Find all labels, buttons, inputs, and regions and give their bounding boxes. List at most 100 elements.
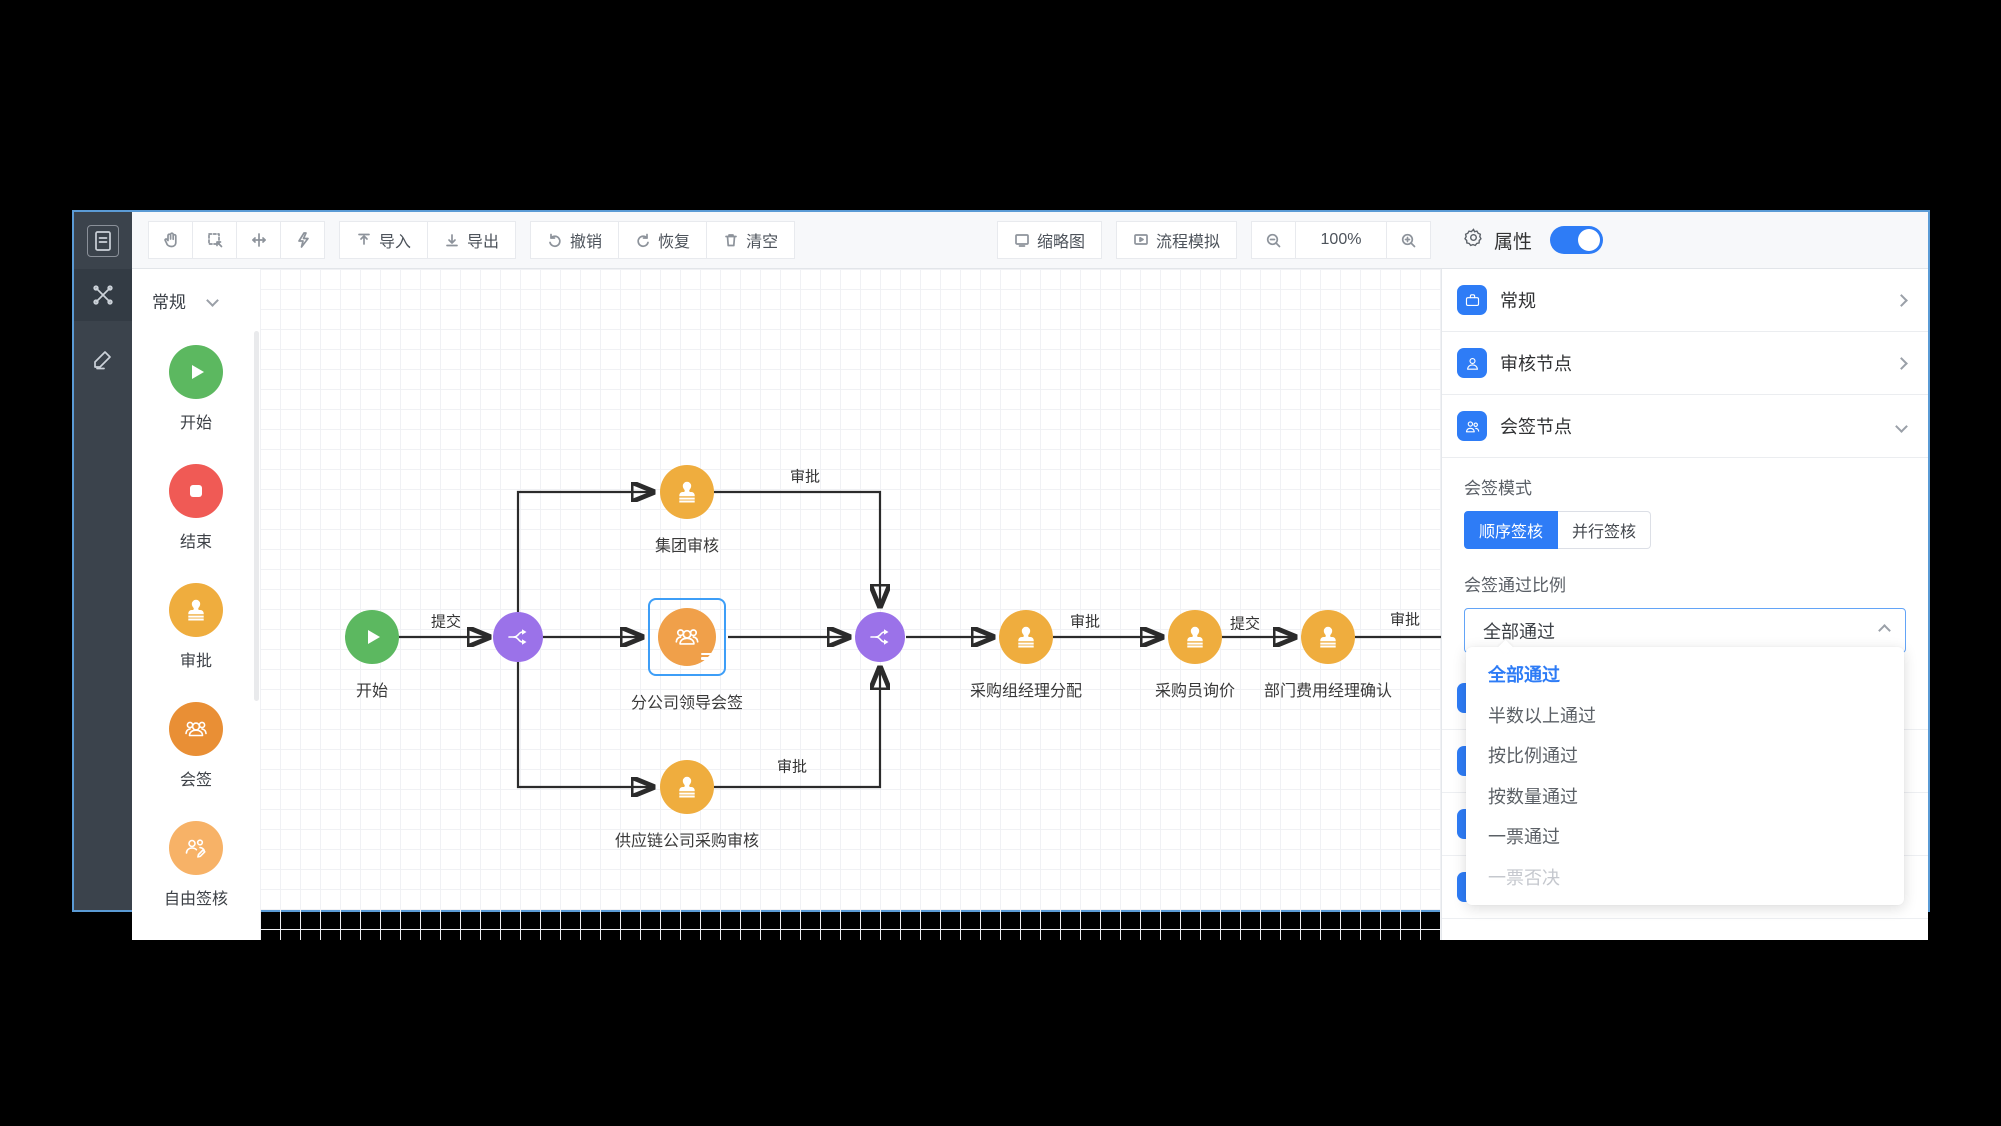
node-label: 开始 — [355, 683, 388, 700]
node-label: 分公司领导会签 — [630, 695, 744, 712]
edge-label[interactable]: 审批 — [789, 468, 821, 486]
chevron-down-icon — [206, 293, 219, 307]
flow-node-dept-expense-confirm[interactable]: 部门费用经理确认 — [1264, 610, 1392, 701]
flow-canvas[interactable]: 提交 审批 审批 审批 提交 审批 开始 集团审核 — [260, 269, 1441, 940]
auto-layout-button[interactable] — [280, 221, 325, 259]
import-button[interactable]: 导入 — [339, 221, 429, 259]
simulate-label: 流程模拟 — [1155, 234, 1220, 251]
zoom-in-icon — [1401, 233, 1416, 247]
simulate-group: 流程模拟 — [1115, 221, 1237, 259]
mode-sequential-button[interactable]: 顺序签核 — [1464, 511, 1559, 549]
redo-icon — [637, 233, 649, 248]
marquee-select-button[interactable] — [192, 221, 237, 259]
flow-edges — [399, 269, 1441, 940]
briefcase-icon — [1457, 285, 1487, 315]
option-by-count-pass[interactable]: 按数量通过 — [1488, 786, 1578, 807]
option-majority-pass[interactable]: 半数以上通过 — [1488, 705, 1596, 726]
branch-icon — [493, 612, 543, 662]
flow-node-split-gateway[interactable] — [493, 612, 543, 662]
section-title: 常规 — [1500, 291, 1536, 311]
branch-icon — [855, 612, 905, 662]
palette-item-approve[interactable]: 审批 — [169, 583, 223, 671]
download-icon — [446, 234, 458, 247]
flow-node-buyer-inquiry[interactable]: 采购员询价 — [1155, 610, 1235, 701]
palette-item-label: 审批 — [179, 653, 212, 670]
end-node-icon — [169, 464, 223, 518]
group-icon — [169, 702, 223, 756]
zoom-out-icon — [1266, 233, 1281, 247]
zoom-in-button[interactable] — [1386, 221, 1431, 259]
palette-item-freesign[interactable]: 自由签核 — [164, 821, 228, 909]
left-rail — [74, 212, 132, 910]
pass-ratio-value: 全部通过 — [1483, 621, 1555, 642]
flow-node-branch-leader-countersign[interactable]: 分公司领导会签 — [631, 598, 743, 713]
chevron-right-icon — [1895, 293, 1908, 307]
section-audit-node[interactable]: 审核节点 — [1442, 332, 1928, 395]
group-pen-icon — [168, 821, 223, 875]
palette-header[interactable]: 常规 — [132, 269, 260, 331]
redo-button[interactable]: 恢复 — [618, 221, 708, 259]
palette-item-label: 结束 — [179, 534, 212, 551]
simulate-icon — [1134, 234, 1148, 245]
start-node-icon — [169, 345, 223, 399]
flow-designer-window: 导入 导出 撤销 恢复 清空 — [72, 210, 1930, 940]
chevron-up-icon — [1878, 624, 1891, 637]
fit-view-button[interactable] — [236, 221, 281, 259]
node-label: 集团审核 — [654, 538, 720, 555]
gear-icon — [1463, 227, 1484, 253]
properties-panel: 常规 审核节点 会签节点 会签模式 顺序签核 — [1441, 269, 1928, 940]
toolbar: 导入 导出 撤销 恢复 清空 — [132, 212, 1441, 268]
edge-label[interactable]: 审批 — [1069, 613, 1101, 631]
palette-item-start[interactable]: 开始 — [169, 345, 223, 433]
node-label: 采购员询价 — [1154, 683, 1236, 700]
properties-header: 属性 — [1441, 212, 1928, 268]
stamp-icon — [998, 610, 1053, 664]
flow-node-purchase-manager-assign[interactable]: 采购组经理分配 — [970, 610, 1082, 701]
edge-label[interactable]: 提交 — [430, 613, 462, 631]
header-bar: 导入 导出 撤销 恢复 清空 — [74, 212, 1928, 269]
sign-mode-segmented: 顺序签核 并行签核 — [1464, 511, 1906, 549]
zoom-out-button[interactable] — [1251, 221, 1296, 259]
palette-item-label: 自由签核 — [163, 891, 228, 908]
simulate-button[interactable]: 流程模拟 — [1115, 221, 1237, 259]
toggle-knob — [1578, 229, 1601, 251]
palette-item-countersign[interactable]: 会签 — [169, 702, 223, 790]
node-label: 供应链公司采购审核 — [614, 833, 760, 850]
option-all-pass[interactable]: 全部通过 — [1488, 665, 1560, 686]
import-label: 导入 — [379, 234, 412, 251]
palette-scrollbar[interactable] — [254, 331, 259, 701]
undo-label: 撤销 — [570, 234, 603, 251]
pencil-icon[interactable] — [74, 333, 132, 385]
minimap-group: 缩略图 — [996, 221, 1102, 259]
palette-item-end[interactable]: 结束 — [169, 464, 223, 552]
sign-mode-label: 会签模式 — [1464, 479, 1532, 498]
pan-tool-button[interactable] — [148, 221, 193, 259]
export-button[interactable]: 导出 — [427, 221, 517, 259]
properties-toggle[interactable] — [1550, 226, 1604, 254]
flow-node-group-audit[interactable]: 集团审核 — [655, 465, 719, 556]
palette-item-label: 会签 — [179, 772, 212, 789]
countersign-settings: 会签模式 顺序签核 并行签核 会签通过比例 全部通过 — [1442, 458, 1928, 667]
pass-ratio-select[interactable]: 全部通过 — [1464, 608, 1906, 653]
section-general[interactable]: 常规 — [1442, 269, 1928, 332]
flow-node-start[interactable]: 开始 — [345, 610, 399, 701]
section-countersign-node[interactable]: 会签节点 — [1442, 395, 1928, 458]
undo-button[interactable]: 撤销 — [530, 221, 620, 259]
minimap-label: 缩略图 — [1036, 234, 1085, 251]
clear-button[interactable]: 清空 — [706, 221, 796, 259]
minimap-icon — [1015, 234, 1029, 247]
option-one-vote-pass[interactable]: 一票通过 — [1488, 827, 1560, 848]
option-one-vote-veto[interactable]: 一票否决 — [1488, 867, 1560, 888]
minimap-button[interactable]: 缩略图 — [996, 221, 1102, 259]
flow-node-supply-chain-audit[interactable]: 供应链公司采购审核 — [615, 760, 759, 851]
document-icon[interactable] — [87, 225, 119, 257]
multi-instance-badge — [700, 652, 714, 664]
edge-label[interactable]: 审批 — [1389, 611, 1421, 629]
flow-nodes-icon[interactable] — [74, 269, 132, 321]
mode-parallel-button[interactable]: 并行签核 — [1558, 511, 1652, 549]
edge-label[interactable]: 提交 — [1229, 615, 1261, 633]
flow-node-merge-gateway[interactable] — [855, 612, 905, 662]
edge-label[interactable]: 审批 — [776, 758, 808, 776]
pass-ratio-label: 会签通过比例 — [1464, 576, 1566, 595]
option-by-ratio-pass[interactable]: 按比例通过 — [1488, 746, 1578, 767]
